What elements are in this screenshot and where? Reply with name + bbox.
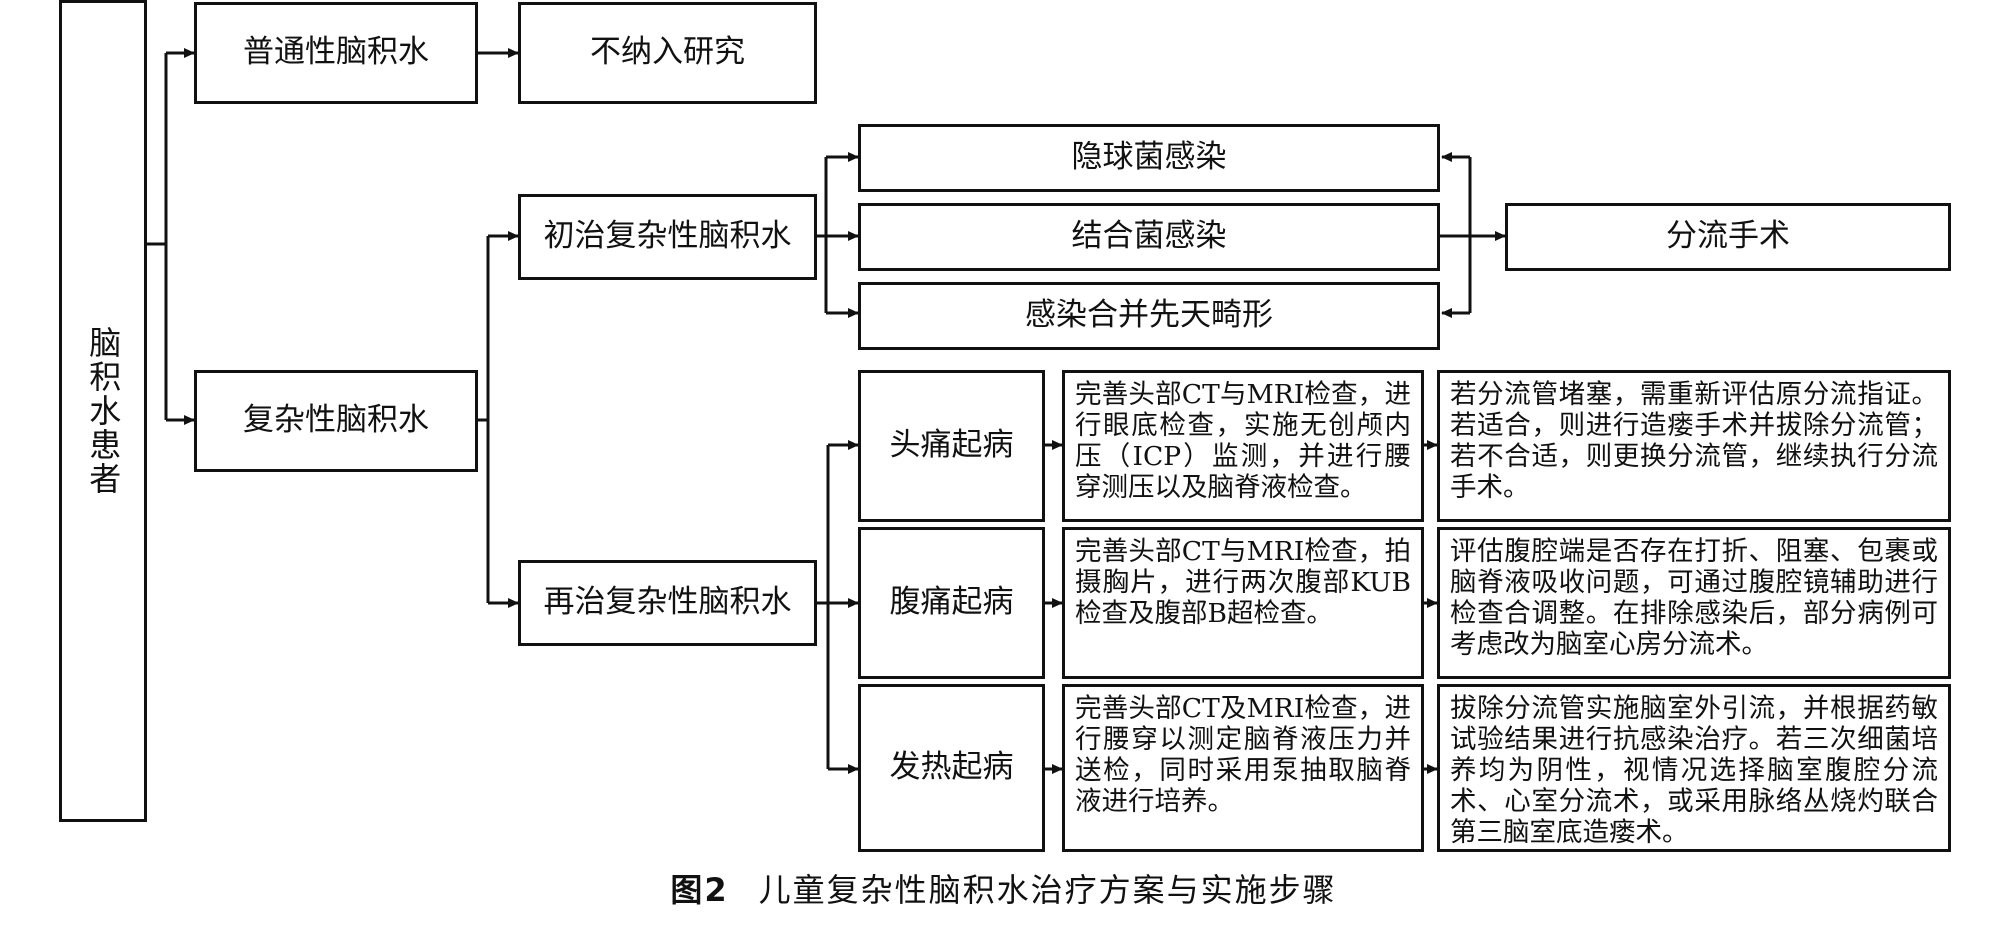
onset-headache-node: 头痛起病 [858,370,1045,522]
onset-fever-plan: 拔除分流管实施脑室外引流，并根据药敏试验结果进行抗感染治疗。若三次细菌培养均为阴… [1437,684,1951,852]
initial-treatment-node: 初治复杂性脑积水 [518,194,817,280]
root-node: 脑积水患者 [59,0,147,822]
onset-fever-exam: 完善头部CT及MRI检查，进行腰穿以测定脑脊液压力并送检，同时采用泵抽取脑脊液进… [1062,684,1424,852]
infection-malformation-node: 感染合并先天畸形 [858,282,1440,350]
infection-cryptococcus-node: 隐球菌感染 [858,124,1440,192]
ordinary-hydrocephalus-node: 普通性脑积水 [194,2,478,104]
onset-abdominal-pain-plan: 评估腹腔端是否存在打折、阻塞、包裹或脑脊液吸收问题，可通过腹腔镜辅助进行检查合调… [1437,527,1951,679]
retreatment-node: 再治复杂性脑积水 [518,560,817,646]
complex-hydrocephalus-node: 复杂性脑积水 [194,370,478,472]
onset-abdominal-pain-exam: 完善头部CT与MRI检查，拍摄胸片，进行两次腹部KUB检查及腹部B超检查。 [1062,527,1424,679]
infection-zygomycetes-node: 结合菌感染 [858,203,1440,271]
shunt-surgery-node: 分流手术 [1505,203,1951,271]
onset-abdominal-pain-node: 腹痛起病 [858,527,1045,679]
onset-headache-plan: 若分流管堵塞，需重新评估原分流指证。若适合，则进行造瘘手术并拔除分流管；若不合适… [1437,370,1951,522]
excluded-node: 不纳入研究 [518,2,817,104]
onset-fever-node: 发热起病 [858,684,1045,852]
figure-number: 图2 [670,871,729,909]
onset-headache-exam: 完善头部CT与MRI检查，进行眼底检查，实施无创颅内压（ICP）监测，并进行腰穿… [1062,370,1424,522]
figure-title: 儿童复杂性脑积水治疗方案与实施步骤 [758,871,1337,909]
figure-caption: 图2 儿童复杂性脑积水治疗方案与实施步骤 [0,865,2007,911]
